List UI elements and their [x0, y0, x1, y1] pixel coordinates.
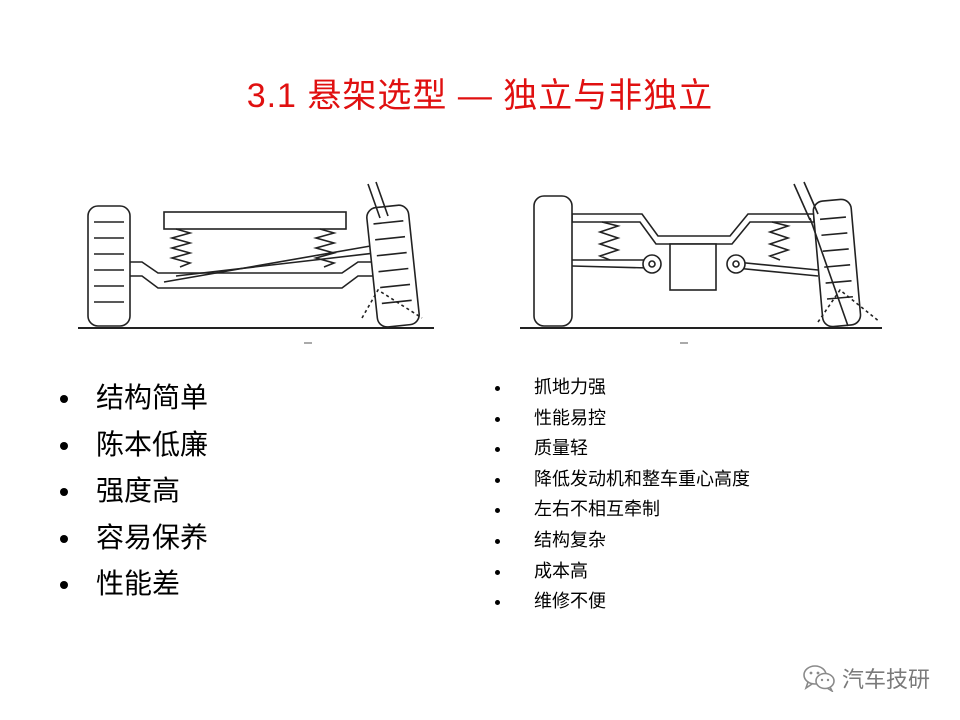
- list-item-text: 性能易控: [534, 407, 606, 429]
- list-item-text: 成本高: [534, 560, 588, 582]
- list-item-text: 结构复杂: [534, 529, 606, 551]
- list-item-text: 质量轻: [534, 438, 588, 460]
- list-item: 容易保养: [60, 518, 208, 565]
- bullet-icon: [495, 416, 500, 422]
- list-item: 抓地力强: [495, 374, 750, 405]
- bullet-icon: [495, 600, 500, 606]
- list-item-text: 左右不相互牵制: [534, 499, 660, 521]
- independent-pros-cons-list: 抓地力强 性能易控 质量轻 降低发动机和整车重心高度 左右不相互牵制 结构复杂 …: [495, 374, 750, 619]
- list-item-text: 结构简单: [96, 381, 209, 414]
- list-item-text: 抓地力强: [534, 377, 606, 398]
- list-item: 结构复杂: [495, 527, 750, 558]
- bullet-icon: [60, 395, 68, 403]
- bullet-icon: [495, 386, 500, 391]
- list-item: 左右不相互牵制: [495, 496, 750, 527]
- list-item-text: 容易保养: [96, 520, 209, 554]
- bullet-icon: [495, 477, 500, 483]
- list-item: 性能差: [60, 564, 208, 611]
- bullet-icon: [60, 441, 68, 450]
- solid-axle-pros-cons-list: 结构简单 陈本低廉 强度高 容易保养 性能差: [60, 378, 208, 611]
- watermark-text: 汽车技研: [841, 668, 930, 693]
- slide-title: 3.1 悬架选型 — 独立与非独立: [246, 77, 714, 115]
- bullet-icon: [495, 538, 500, 544]
- list-item: 强度高: [60, 471, 208, 518]
- watermark: 汽车技研: [802, 662, 930, 694]
- list-item-text: 强度高: [96, 474, 181, 507]
- bullet-icon: [495, 508, 500, 514]
- list-item: 降低发动机和整车重心高度: [495, 466, 750, 497]
- bullet-icon: [60, 581, 68, 589]
- list-item: 维修不便: [495, 588, 750, 619]
- list-item: 成本高: [495, 558, 750, 589]
- bullet-icon: [60, 488, 68, 496]
- list-item: 质量轻: [495, 435, 750, 466]
- list-item: 性能易控: [495, 405, 750, 436]
- list-item-text: 维修不便: [534, 591, 606, 613]
- list-item-text: 陈本低廉: [96, 427, 209, 461]
- bullet-icon: [495, 447, 500, 453]
- solid-axle-suspension-diagram: [72, 178, 442, 348]
- list-item: 结构简单: [60, 378, 208, 425]
- list-item: 陈本低廉: [60, 425, 208, 472]
- bullet-icon: [60, 534, 68, 543]
- list-item-text: 降低发动机和整车重心高度: [534, 468, 750, 490]
- independent-suspension-diagram: [512, 178, 890, 348]
- bullet-icon: [495, 569, 500, 575]
- wechat-icon: [802, 664, 836, 692]
- list-item-text: 性能差: [96, 567, 181, 600]
